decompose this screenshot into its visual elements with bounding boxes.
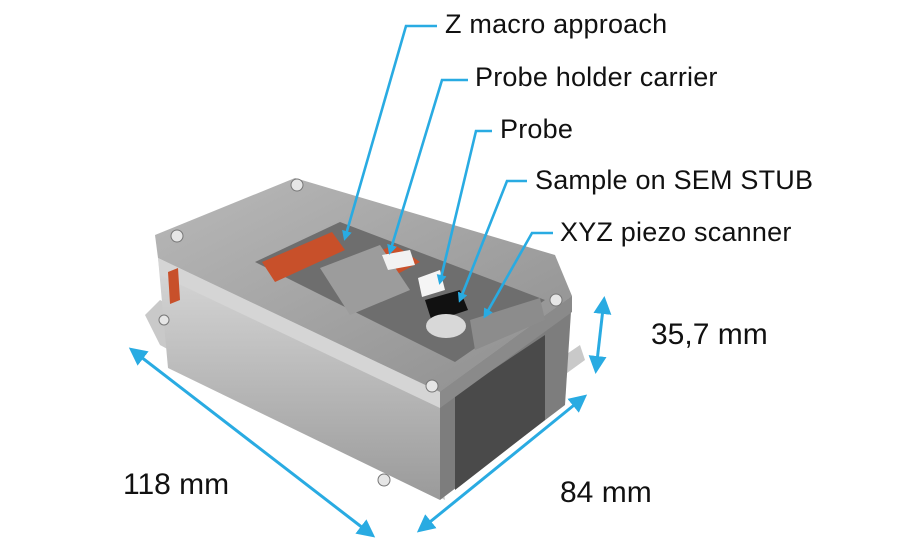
screws xyxy=(158,178,563,487)
dimension-height: 35,7 mm xyxy=(651,318,768,351)
side-copper-clip xyxy=(168,268,180,304)
arrow-probe-holder xyxy=(387,78,468,255)
label-probe: Probe xyxy=(500,114,574,144)
dimension-width: 84 mm xyxy=(560,476,652,509)
piezo-scanner-block xyxy=(470,298,545,350)
dimension-arrow-width xyxy=(416,394,588,533)
screw-icon xyxy=(377,473,391,487)
label-sample-on-sem-stub: Sample on SEM STUB xyxy=(535,165,814,195)
copper-flex xyxy=(262,232,345,282)
label-z-macro-approach: Z macro approach xyxy=(445,9,668,39)
label-xyz-piezo-scanner: XYZ piezo scanner xyxy=(560,217,792,247)
screw-icon xyxy=(425,379,439,393)
screw-icon xyxy=(170,229,184,243)
dimension-length: 118 mm xyxy=(123,468,230,501)
sample-stub xyxy=(425,290,468,322)
top-plate-right-edge xyxy=(440,296,572,408)
dimension-arrow-height xyxy=(588,296,612,374)
label-probe-holder-carrier: Probe holder carrier xyxy=(475,62,718,92)
arrow-sample xyxy=(457,179,527,303)
dimension-arrow-length xyxy=(128,347,376,538)
arrow-z-macro xyxy=(342,24,437,241)
screw-icon xyxy=(290,178,304,192)
arrow-scanner xyxy=(483,231,553,319)
screw-icon xyxy=(158,314,170,326)
probe-holder-plate xyxy=(382,250,415,270)
arrow-probe xyxy=(436,129,492,285)
screw-icon xyxy=(549,293,563,307)
stub-mount xyxy=(426,314,466,338)
